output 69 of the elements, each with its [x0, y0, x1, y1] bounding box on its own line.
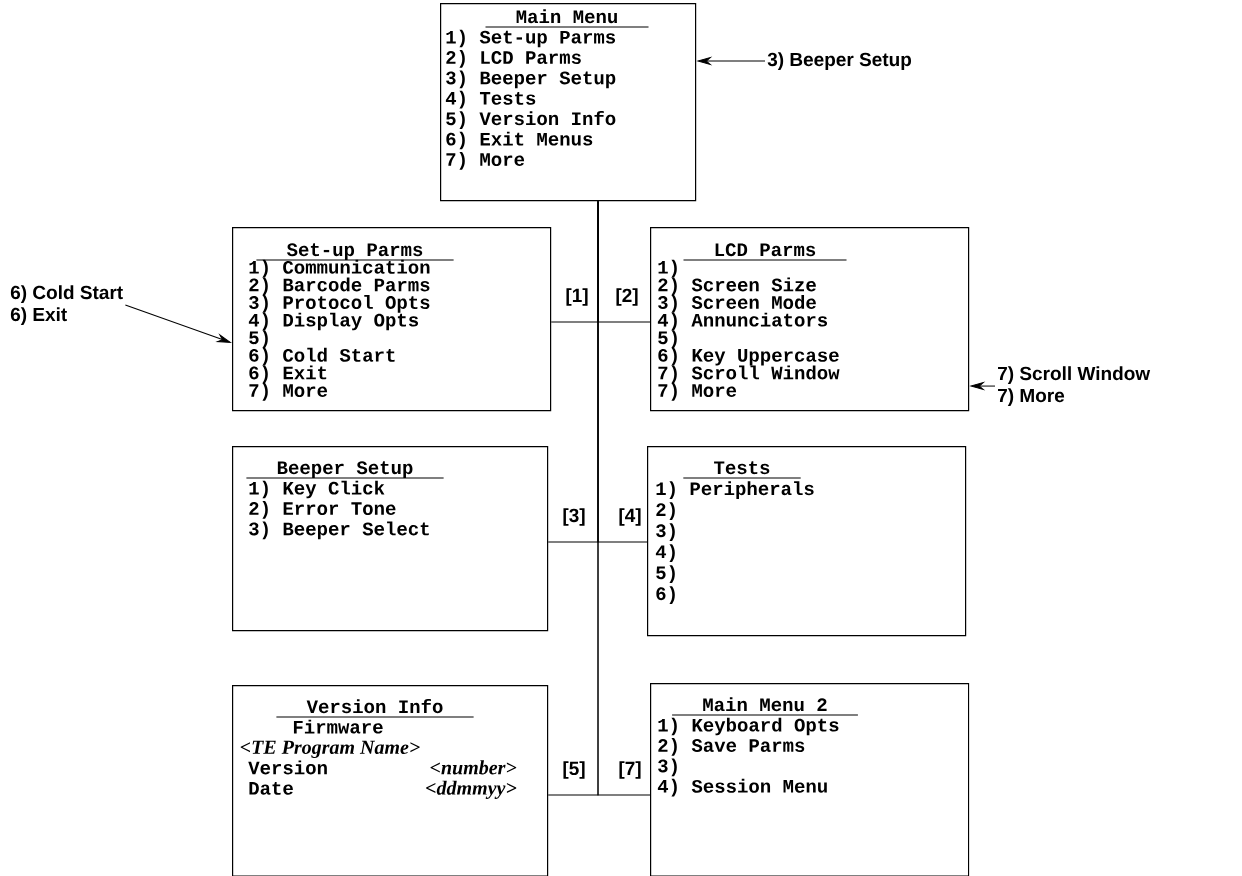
menu-item: <number> — [430, 760, 517, 775]
edge-label: [4] — [617, 507, 643, 527]
menu-item: 4) Tests — [445, 90, 536, 109]
menu-item: 4) Display Opts — [248, 312, 419, 331]
menu-item: Version — [248, 760, 327, 775]
menu-item: 4) Session Menu — [657, 778, 827, 797]
menu-title: Beeper Setup — [245, 461, 445, 479]
menu-item: 7) More — [658, 383, 737, 401]
menu-item: 1) — [658, 259, 677, 278]
menu-item: 6) — [656, 586, 675, 604]
note-text: 7) Scroll Window 7) More — [998, 366, 1151, 406]
menu-item: 6) Exit — [249, 365, 327, 384]
menu-item: 6) Exit Menus — [446, 131, 593, 150]
menu-title: Set-up Parms — [255, 243, 455, 261]
connector-line — [597, 200, 651, 796]
menu-item: 3) Protocol Opts — [249, 295, 430, 313]
menu-item: 5) Version Info — [446, 110, 616, 129]
menu-item: 7) More — [249, 383, 328, 401]
menu-title: LCD Parms — [683, 243, 847, 261]
menu-title: Main Menu 2 — [671, 697, 859, 716]
edge-label: [5] — [561, 760, 587, 780]
menu-item: 3) — [656, 523, 675, 541]
menu-item: 7) Scroll Window — [658, 365, 840, 384]
menu-item: 2) Error Tone — [249, 501, 396, 519]
edge-label: [2] — [614, 287, 640, 307]
arrow — [970, 382, 996, 390]
menu-item: 1) Keyboard Opts — [658, 717, 839, 736]
menu-box — [650, 683, 970, 876]
menu-item: 5) — [249, 330, 268, 348]
edge-label: [3] — [561, 507, 587, 527]
note-text: 3) Beeper Setup — [767, 52, 912, 70]
menu-item: 7) More — [446, 152, 525, 170]
menu-item: 1) Peripherals — [656, 481, 814, 499]
menu-item: 2) Screen Size — [658, 277, 816, 296]
menu-box — [232, 227, 552, 412]
menu-box — [650, 227, 970, 412]
menu-item: 1) Communication — [249, 259, 430, 278]
menu-title: Main Menu — [485, 9, 649, 28]
menu-item: 4) Annunciators — [657, 312, 828, 331]
menu-box — [647, 446, 967, 637]
menu-item: 3) Beeper Setup — [446, 70, 616, 89]
edge-label: [1] — [564, 287, 590, 307]
menu-item: 3) — [658, 758, 677, 777]
menu-item: 3) Beeper Select — [249, 521, 429, 540]
menu-item: 2) LCD Parms — [446, 50, 581, 68]
note-text: 6) Cold Start 6) Exit — [10, 285, 123, 325]
arrow — [124, 304, 231, 343]
edge-label: [7] — [617, 760, 643, 780]
menu-item: 5) — [658, 330, 677, 348]
menu-item: 1) Key Click — [249, 480, 385, 499]
menu-item: 2) Save Parms — [658, 738, 805, 756]
menu-item: Date — [249, 781, 293, 795]
menu-item: 2) — [656, 502, 675, 520]
menu-item: Firmware — [293, 719, 383, 734]
menu-item: 5) — [656, 565, 675, 583]
arrow — [697, 57, 766, 65]
menu-item: 4) — [655, 544, 675, 562]
menu-item: 3) Screen Mode — [658, 295, 816, 313]
menu-item: 6) Cold Start — [249, 347, 395, 366]
menu-box — [440, 3, 697, 202]
menu-item: <TE Program Name> — [240, 740, 420, 759]
menu-box — [232, 685, 549, 876]
menu-item: <ddmmyy> — [426, 780, 517, 799]
menu-title: Tests — [682, 461, 802, 479]
menu-item: 6) Key Uppercase — [658, 347, 839, 366]
menu-item: 2) Barcode Parms — [249, 277, 430, 296]
menu-title: Version Info — [275, 698, 475, 718]
menu-item: 1) Set-up Parms — [446, 29, 616, 48]
menu-box — [232, 446, 549, 632]
